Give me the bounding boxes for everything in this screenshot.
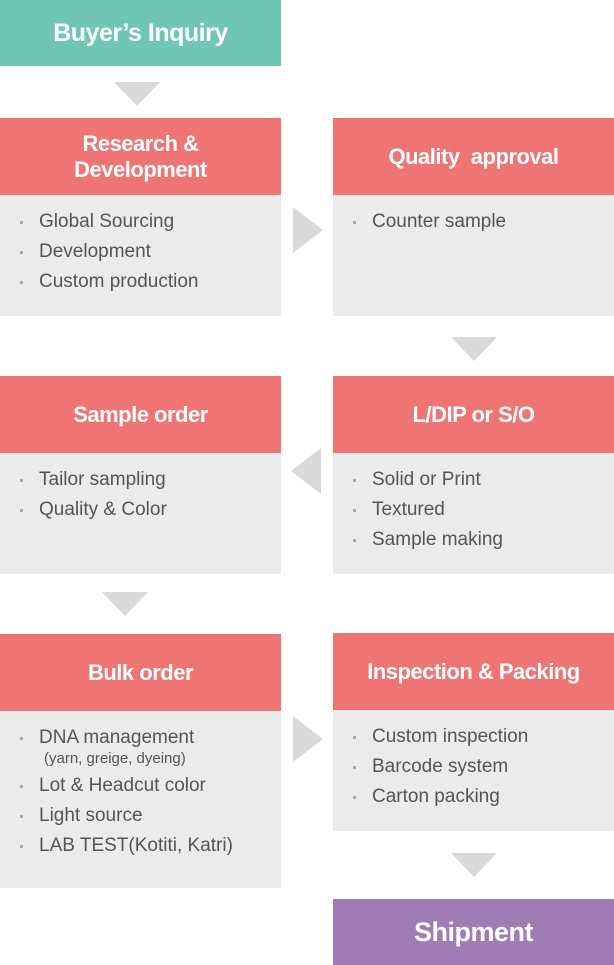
- quality-approval-title: Quality approval: [388, 143, 560, 169]
- ldip-so-panel: Solid or Print Textured Sample making: [333, 453, 614, 574]
- ldip-so-header: L/DIP or S/O: [333, 376, 614, 453]
- bulk-order-title: Bulk order: [87, 659, 194, 685]
- inspection-packing-title: Inspection & Packing: [367, 658, 580, 684]
- list-item: Lot & Headcut color: [0, 773, 281, 803]
- list-item: Carton packing: [333, 784, 614, 814]
- research-development-title-line1: Research &: [82, 130, 199, 156]
- buyers-inquiry-box: Buyer’s Inquiry: [0, 0, 281, 66]
- list-item: Development: [0, 239, 281, 269]
- list-item: Quality & Color: [0, 497, 281, 527]
- quality-approval-panel: Counter sample: [333, 195, 614, 316]
- arrow-down-icon: [451, 853, 497, 877]
- list-item: Textured: [333, 497, 614, 527]
- list-item: Solid or Print: [333, 467, 614, 497]
- list-item: DNA management: [0, 725, 281, 755]
- list-item: Counter sample: [333, 209, 614, 239]
- bulk-order-panel: DNA management (yarn, greige, dyeing) Lo…: [0, 711, 281, 888]
- sample-order-header: Sample order: [0, 376, 281, 453]
- list-item: Custom inspection: [333, 724, 614, 754]
- shipment-label: Shipment: [413, 916, 534, 947]
- arrow-down-icon: [451, 337, 497, 361]
- arrow-down-icon: [102, 592, 148, 616]
- list-item: Sample making: [333, 527, 614, 557]
- list-item: Custom production: [0, 269, 281, 299]
- research-development-panel: Global Sourcing Development Custom produ…: [0, 195, 281, 316]
- sample-order-panel: Tailor sampling Quality & Color: [0, 453, 281, 574]
- sample-order-title: Sample order: [73, 401, 208, 427]
- shipment-box: Shipment: [333, 899, 614, 965]
- list-item-note: (yarn, greige, dyeing): [44, 750, 186, 767]
- buyers-inquiry-label: Buyer’s Inquiry: [53, 18, 228, 47]
- list-item: LAB TEST(Kotiti, Katri): [0, 833, 281, 863]
- inspection-packing-header: Inspection & Packing: [333, 633, 614, 710]
- arrow-right-icon: [293, 716, 323, 762]
- ldip-so-title: L/DIP or S/O: [412, 401, 535, 427]
- research-development-title-line2: Development: [74, 156, 207, 182]
- arrow-left-icon: [291, 448, 321, 494]
- list-item: Light source: [0, 803, 281, 833]
- arrow-down-icon: [114, 82, 160, 106]
- arrow-right-icon: [293, 207, 323, 253]
- list-item: Tailor sampling: [0, 467, 281, 497]
- research-development-header: Research & Development: [0, 118, 281, 195]
- bulk-order-header: Bulk order: [0, 634, 281, 711]
- list-item: Global Sourcing: [0, 209, 281, 239]
- inspection-packing-panel: Custom inspection Barcode system Carton …: [333, 710, 614, 831]
- list-item: Barcode system: [333, 754, 614, 784]
- quality-approval-header: Quality approval: [333, 118, 614, 195]
